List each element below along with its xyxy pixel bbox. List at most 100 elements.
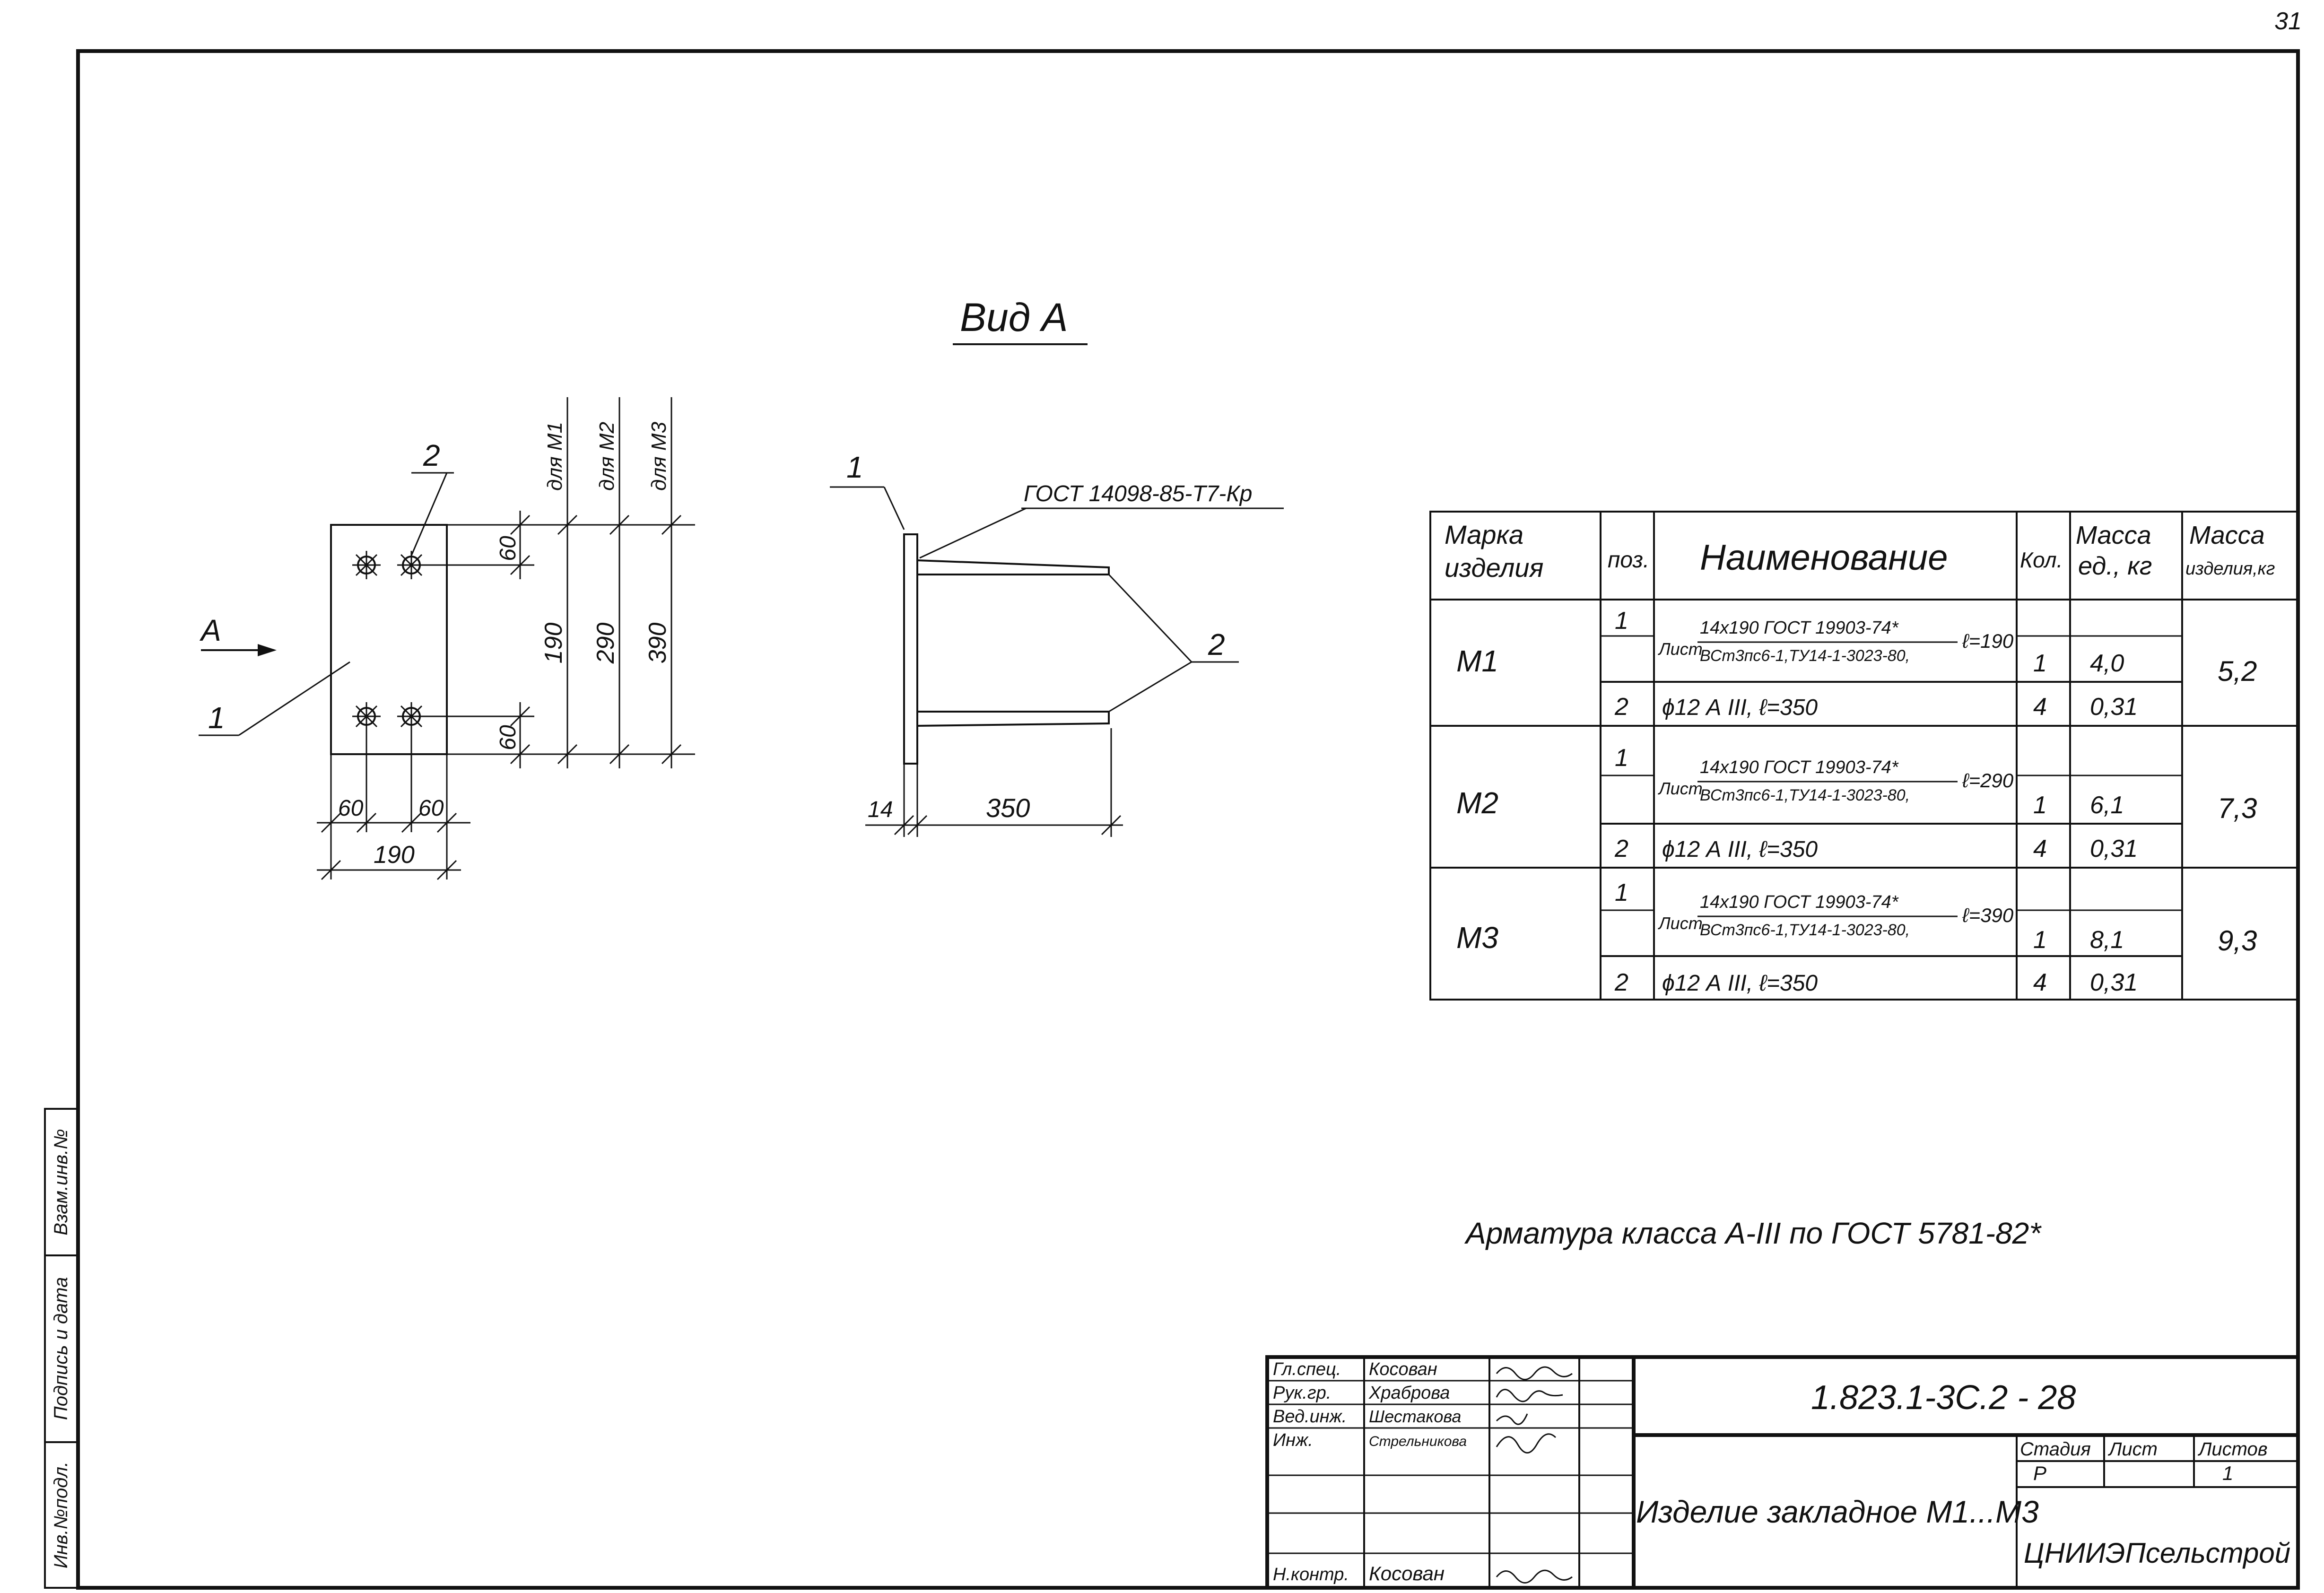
embed-plate-section	[903, 533, 918, 765]
view-direction-arrow: А	[199, 613, 277, 656]
dim-right-offset: 60	[418, 796, 444, 821]
sheet-spec-top: 14х190 ГОСТ 19903-74*	[1700, 757, 1899, 777]
mark-cell: М3	[1456, 921, 1498, 955]
replaced-inventory-label: Взам.инв.№	[51, 1129, 71, 1235]
signer-role: Вед.инж.	[1273, 1407, 1347, 1427]
header-unit-mass-2: ед., кг	[2078, 552, 2152, 580]
pos-cell: 2	[1614, 835, 1628, 862]
qty-cell: 4	[2033, 969, 2047, 996]
document-code: 1.823.1-3С.2 - 28	[1811, 1379, 2076, 1417]
dim-height-m2: 290	[592, 623, 619, 664]
stage-label: Стадия	[2020, 1439, 2091, 1460]
qty-cell: 1	[2033, 926, 2047, 954]
weld-note: ГОСТ 14098-85-Т7-Кр	[1024, 481, 1252, 506]
total-mass-cell: 5,2	[2218, 655, 2257, 687]
signer-role: Инж.	[1273, 1430, 1313, 1450]
signer-role: Рук.гр.	[1273, 1383, 1331, 1403]
sheets-value: 1	[2222, 1462, 2233, 1484]
mass-cell: 6,1	[2090, 792, 2124, 819]
pos-cell: 1	[1615, 879, 1628, 906]
sheet-spec-bottom: ВСт3пс6-1,ТУ14-1-3023-80,	[1700, 647, 1910, 665]
svg-text:1: 1	[208, 701, 225, 735]
total-mass-cell: 9,3	[2218, 925, 2257, 957]
sheets-label: Листов	[2197, 1439, 2268, 1460]
svg-text:2: 2	[423, 438, 440, 472]
stage-value: Р	[2033, 1462, 2046, 1484]
sheet-spec-top: 14х190 ГОСТ 19903-74*	[1700, 892, 1899, 912]
side-anchor-callout: 2	[1208, 627, 1225, 662]
mass-cell: 8,1	[2090, 926, 2124, 954]
side-view: 1 ГОСТ 14098-85-Т7-Кр 2 14 350	[830, 450, 1284, 837]
header-name: Наименование	[1700, 538, 1948, 578]
signer-name: Стрельникова	[1369, 1434, 1467, 1449]
total-mass-cell: 7,3	[2218, 792, 2257, 824]
header-mark-2: изделия	[1445, 553, 1543, 583]
mass-cell: 4,0	[2090, 650, 2124, 677]
qty-cell: 4	[2033, 835, 2047, 862]
specification-table: Марка изделия поз. Наименование Кол. Мас…	[1429, 511, 2299, 1001]
mass-cell: 0,31	[2090, 835, 2138, 862]
plan-view: А 1 2 60 60	[199, 397, 695, 880]
dim-bottom-offset: 60	[496, 725, 521, 750]
sheet-prefix: Лист	[1658, 639, 1703, 659]
side-plate-callout: 1	[846, 450, 863, 484]
sheet-prefix: Лист	[1658, 779, 1703, 798]
dim-plate-width: 190	[374, 841, 415, 869]
signer-name: Шестакова	[1369, 1407, 1461, 1426]
signature-marks	[1496, 1366, 1573, 1584]
dim-height-m1: 190	[540, 623, 567, 664]
mass-cell: 0,31	[2090, 693, 2138, 721]
anchor-bar-top-a	[917, 559, 1109, 568]
table-group-m1: М1 1 Лист 14х190 ГОСТ 19903-74* ВСт3пс6-…	[1456, 607, 2257, 721]
table-group-m2: М2 1 Лист 14х190 ГОСТ 19903-74* ВСт3пс6-…	[1456, 744, 2257, 862]
plate-callout: 1	[199, 661, 350, 736]
rebar-spec: ϕ12 А III, ℓ=350	[1662, 971, 1818, 996]
mark-cell: М1	[1456, 644, 1498, 678]
view-title: Вид А	[953, 295, 1088, 345]
qty-cell: 1	[2033, 650, 2047, 677]
header-total-mass-2: изделия,кг	[2185, 559, 2275, 579]
anchor-bar-bottom-b	[917, 723, 1109, 727]
signer-name: Храброва	[1368, 1383, 1450, 1403]
pos-cell: 1	[1615, 607, 1628, 635]
sheet-spec-bottom: ВСт3пс6-1,ТУ14-1-3023-80,	[1700, 921, 1910, 939]
rebar-spec: ϕ12 А III, ℓ=350	[1662, 695, 1818, 720]
dim-left-offset: 60	[338, 796, 364, 821]
signer-role: Н.контр.	[1273, 1565, 1349, 1584]
title-block: Гл.спец. Косован Рук.гр. Храброва Вед.ин…	[1265, 1355, 2300, 1590]
dim-anchor-length: 350	[986, 793, 1030, 823]
document-title: Изделие закладное М1...М3	[1636, 1494, 2039, 1529]
header-mark-1: Марка	[1445, 520, 1523, 549]
qty-cell: 1	[2033, 792, 2047, 819]
svg-text:Вид А: Вид А	[960, 295, 1068, 339]
reinforcement-note: Арматура класса А-III по ГОСТ 5781-82*	[1464, 1216, 2042, 1250]
sheet-length: ℓ=390	[1962, 904, 2014, 926]
label-for-m3: для М3	[647, 421, 670, 491]
dim-top-offset: 60	[496, 536, 521, 561]
sheet-length: ℓ=290	[1962, 769, 2014, 792]
organization-name: ЦНИИЭПсельстрой	[2024, 1537, 2290, 1569]
header-pos: поз.	[1608, 548, 1649, 573]
signer-role: Гл.спец.	[1273, 1359, 1341, 1379]
sheet-length: ℓ=190	[1962, 630, 2014, 652]
label-for-m1: для М1	[543, 422, 566, 491]
dim-plate-thickness: 14	[868, 797, 893, 822]
pos-cell: 2	[1614, 969, 1628, 996]
embed-plate-face	[330, 524, 448, 755]
header-total-mass-1: Масса	[2189, 521, 2265, 549]
signer-name: Косован	[1369, 1562, 1445, 1584]
pos-cell: 1	[1615, 744, 1628, 772]
svg-text:А: А	[199, 613, 221, 647]
anchor-stud-symbols	[352, 551, 426, 731]
qty-cell: 4	[2033, 693, 2047, 721]
sheet-prefix: Лист	[1658, 914, 1703, 933]
table-group-m3: М3 1 Лист 14х190 ГОСТ 19903-74* ВСт3пс6-…	[1456, 879, 2257, 996]
sheet-spec-top: 14х190 ГОСТ 19903-74*	[1700, 618, 1899, 638]
label-for-m2: для М2	[595, 422, 618, 491]
header-unit-mass-1: Масса	[2076, 521, 2151, 549]
rebar-spec: ϕ12 А III, ℓ=350	[1662, 837, 1818, 862]
header-qty: Кол.	[2020, 548, 2063, 572]
left-stamp-strip: Взам.инв.№ Подпись и дата Инв.№подл.	[44, 1108, 79, 1589]
sheet-label: Лист	[2107, 1439, 2158, 1460]
